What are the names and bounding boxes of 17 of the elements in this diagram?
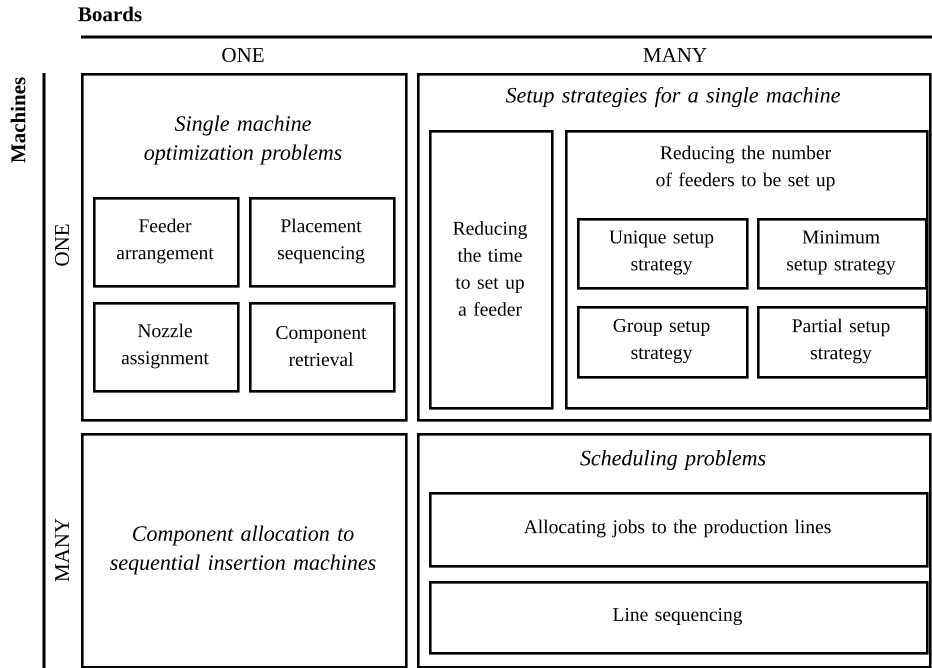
problem-panel: Component allocation to sequential insertion machines	[81, 433, 408, 668]
topic-box: Unique setup strategy	[577, 218, 749, 290]
topic-box: Allocating jobs to the production lines	[429, 492, 929, 568]
topic-box: Reducing the time to set up a feeder	[429, 130, 554, 410]
topic-box: Line sequencing	[429, 581, 929, 655]
topic-box: Minimum setup strategy	[757, 218, 928, 290]
column-heading: ONE	[222, 48, 264, 62]
axis-title: Boards	[78, 6, 142, 22]
topic-box: Placement sequencing	[249, 197, 396, 288]
topic-box: Partial setup strategy	[757, 306, 928, 379]
axis-title: Machines	[10, 77, 26, 163]
row-heading: ONE	[54, 224, 70, 266]
topic-box: Nozzle assignment	[93, 302, 240, 393]
topic-box: Group setup strategy	[577, 306, 749, 379]
topic-box: Component retrieval	[249, 302, 396, 393]
topic-box: Feeder arrangement	[93, 197, 240, 288]
column-heading: MANY	[644, 48, 707, 62]
